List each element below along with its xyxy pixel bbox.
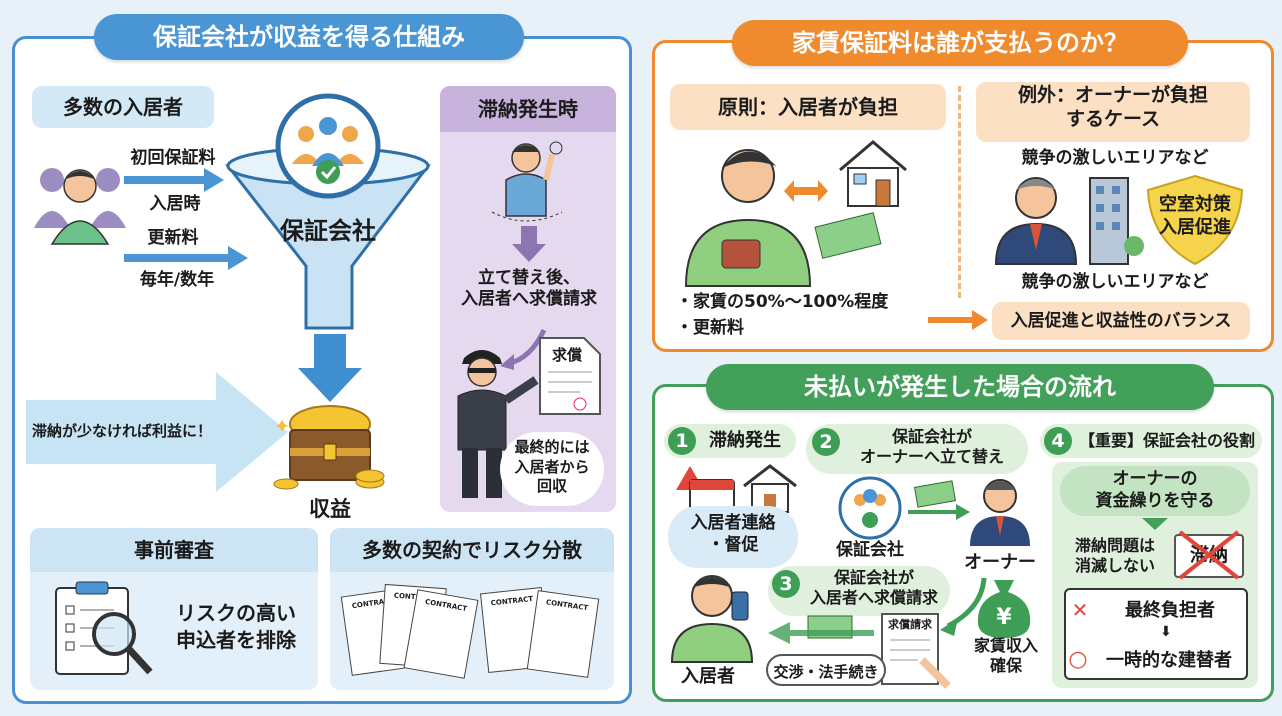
final-note-bubble: 最終的には 入居者から 回収 bbox=[500, 432, 604, 506]
area-label-1: 競争の激しいエリアなど bbox=[1021, 148, 1209, 168]
area-label-2: 競争の激しいエリアなど bbox=[1021, 272, 1209, 292]
screening-title: 事前審査 bbox=[30, 528, 318, 572]
money-bag-icon: ¥ bbox=[977, 580, 1031, 638]
profit-arrow bbox=[26, 372, 288, 492]
tenants-group-icon bbox=[34, 168, 126, 245]
vacancy-label: 空室対策 入居促進 bbox=[1159, 194, 1231, 238]
left-title: 保証会社が収益を得る仕組み bbox=[94, 14, 524, 60]
initial-fee-label: 初回保証料 bbox=[130, 148, 216, 168]
curved-arrow bbox=[500, 328, 547, 370]
temporary-label: 一時的な建替者 bbox=[1106, 650, 1232, 671]
delinquency-title: 滞納発生時 bbox=[440, 86, 616, 132]
initial-fee-arrow bbox=[124, 168, 224, 192]
circle-mark: ○ bbox=[1068, 647, 1088, 672]
claim-doc-label: 求償請求 bbox=[888, 618, 932, 631]
funnel-down-arrow bbox=[298, 334, 362, 402]
tenant-label: 入居者 bbox=[681, 666, 735, 687]
principle-bullet-2: ・更新料 bbox=[676, 318, 744, 338]
profit-note: 滞納が少なければ利益に！ bbox=[32, 422, 213, 440]
owner-to-income-arrow bbox=[940, 577, 987, 636]
claim-document-icon bbox=[539, 337, 601, 415]
treasure-chest-icon bbox=[273, 405, 385, 490]
green-down-triangle bbox=[1142, 518, 1168, 530]
shield-badge-icon bbox=[1146, 174, 1244, 266]
svg-text:¥: ¥ bbox=[996, 605, 1012, 630]
principle-box: 原則：入居者が負担 bbox=[670, 84, 946, 130]
balance-arrow bbox=[928, 310, 988, 330]
delinquency-step: 立て替え後、 入居者へ求償請求 bbox=[461, 268, 597, 310]
bearer-down-arrow: ⬇ bbox=[1160, 624, 1172, 640]
step2-number: 2 bbox=[812, 428, 840, 456]
initial-timing-label: 入居時 bbox=[149, 194, 201, 214]
guard-icon bbox=[457, 350, 539, 498]
owner-small-icon bbox=[970, 479, 1030, 546]
delinquency-down-arrow bbox=[512, 226, 546, 262]
step2-label: 保証会社が オーナーへ立て替え bbox=[859, 427, 1004, 466]
right-bottom-title: 未払いが発生した場合の流れ bbox=[706, 364, 1214, 410]
negotiation-box: 交渉・法手続き bbox=[766, 654, 886, 686]
bearer-box bbox=[1064, 588, 1248, 680]
ultimate-bearer-label: 最終負担者 bbox=[1125, 600, 1215, 621]
building-icon bbox=[1089, 177, 1144, 265]
step4-number: 4 bbox=[1044, 427, 1072, 455]
exception-box: 例外：オーナーが負担 するケース bbox=[976, 82, 1250, 142]
sparkle-icon: ✦ bbox=[273, 414, 291, 438]
contact-bubble: 入居者連絡 ・督促 bbox=[668, 506, 798, 568]
step3-label: 保証会社が 入居者へ求償請求 bbox=[809, 568, 938, 607]
owner-label: オーナー bbox=[964, 552, 1036, 573]
renewal-timing-label: 毎年/数年 bbox=[139, 270, 215, 290]
tenants-label: 多数の入居者 bbox=[32, 86, 214, 128]
contract-doc: CONTRACT bbox=[526, 590, 600, 678]
contract-stack-1: CONTRACT CONTRACT CONTRACT bbox=[340, 582, 479, 679]
step4-box bbox=[1040, 424, 1262, 458]
protect-box: オーナーの 資金繰りを守る bbox=[1060, 466, 1250, 516]
claim-doc-icon bbox=[881, 613, 951, 689]
money-to-tenant-arrow bbox=[768, 615, 874, 644]
profit-label: 収益 bbox=[309, 497, 351, 521]
checklist-magnifier-icon bbox=[55, 581, 153, 675]
contract-doc: CONTRACT bbox=[403, 589, 479, 679]
guarantor-label: 保証会社 bbox=[836, 540, 904, 560]
tenant-holding-money-icon bbox=[684, 149, 882, 287]
principle-bullet-1: ・家賃の50%〜100%程度 bbox=[676, 292, 889, 312]
not-resolved-text: 滞納問題は 消滅しない bbox=[1074, 536, 1155, 575]
right-top-title: 家賃保証料は誰が支払うのか？ bbox=[732, 20, 1188, 66]
house-icon bbox=[839, 140, 907, 207]
worried-tenant-icon bbox=[491, 141, 563, 222]
money-transfer-arrow bbox=[908, 480, 970, 520]
step4-label: 【重要】保証会社の役割 bbox=[1078, 431, 1255, 450]
step3-number: 3 bbox=[772, 570, 800, 598]
step2-box bbox=[806, 424, 1028, 474]
owner-icon bbox=[994, 177, 1078, 265]
claim-document-label: 求償 bbox=[551, 346, 582, 364]
funnel-icon bbox=[224, 93, 432, 330]
screening-text: リスクの高い 申込者を排除 bbox=[176, 601, 296, 652]
swap-arrow bbox=[784, 180, 828, 202]
vertical-divider bbox=[958, 86, 961, 298]
renewal-fee-label: 更新料 bbox=[147, 228, 199, 248]
step3-box bbox=[768, 566, 950, 616]
renewal-fee-arrow bbox=[124, 246, 248, 270]
funnel-label: 保証会社 bbox=[280, 217, 376, 245]
spread-title: 多数の契約でリスク分散 bbox=[330, 528, 614, 572]
balance-box: 入居促進と収益性のバランス bbox=[992, 302, 1250, 340]
step1-number: 1 bbox=[668, 427, 696, 455]
stamp-cross-icon bbox=[1178, 530, 1240, 580]
worried-tenant-phone-icon bbox=[670, 575, 754, 663]
step1-label: 滞納発生 bbox=[709, 430, 781, 451]
contract-stack-2: CONTRACT CONTRACT bbox=[479, 582, 604, 678]
rent-income-label: 家賃収入 確保 bbox=[973, 636, 1038, 675]
cross-mark: ✕ bbox=[1071, 598, 1089, 622]
guarantor-icon bbox=[838, 476, 902, 540]
